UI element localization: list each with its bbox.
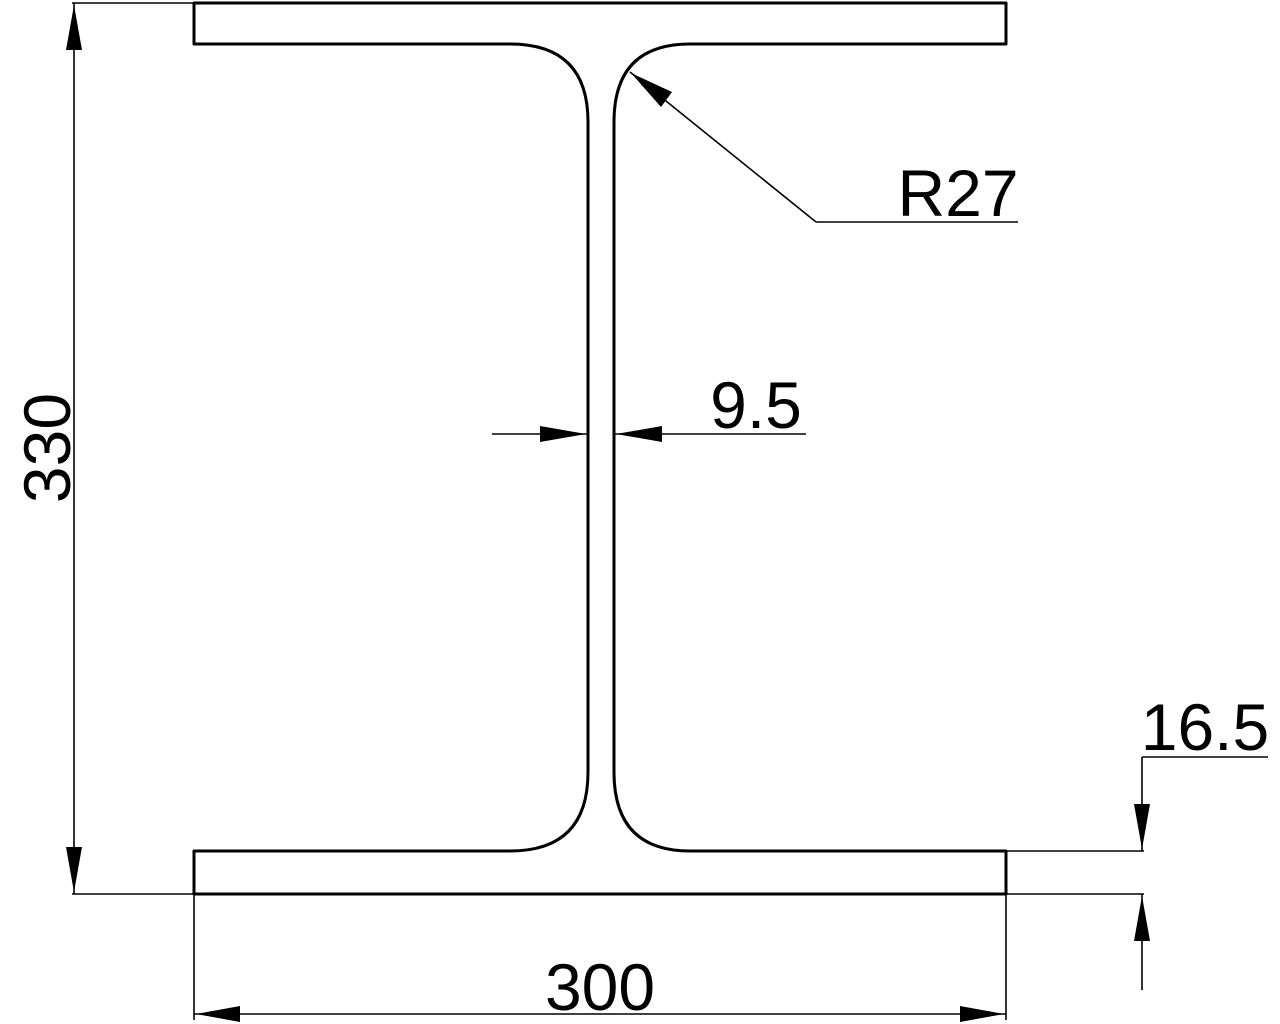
flange-thickness-dimension: 16.5 — [1006, 690, 1269, 990]
width-arrow-right — [960, 1006, 1004, 1022]
ibeam-profile — [192, 1, 1008, 896]
height-arrow-top — [66, 5, 82, 50]
height-arrow-bottom — [66, 847, 82, 892]
web-arrow-left — [540, 426, 586, 442]
web-thickness-dimension: 9.5 — [492, 368, 806, 442]
web-arrow-right — [616, 426, 662, 442]
flange-arrow-top — [1134, 804, 1150, 849]
height-dimension: 330 — [10, 2, 194, 895]
radius-arrow — [631, 73, 672, 107]
web-thickness-label: 9.5 — [710, 368, 802, 442]
flange-thickness-label: 16.5 — [1141, 690, 1269, 764]
fillet-radius-label: R27 — [897, 156, 1018, 230]
flange-arrow-bottom — [1134, 896, 1150, 941]
width-arrow-left — [196, 1006, 240, 1022]
height-label: 330 — [10, 393, 84, 503]
width-dimension: 300 — [193, 894, 1007, 1024]
width-label: 300 — [545, 950, 655, 1024]
fillet-radius-dimension: R27 — [629, 71, 1019, 230]
